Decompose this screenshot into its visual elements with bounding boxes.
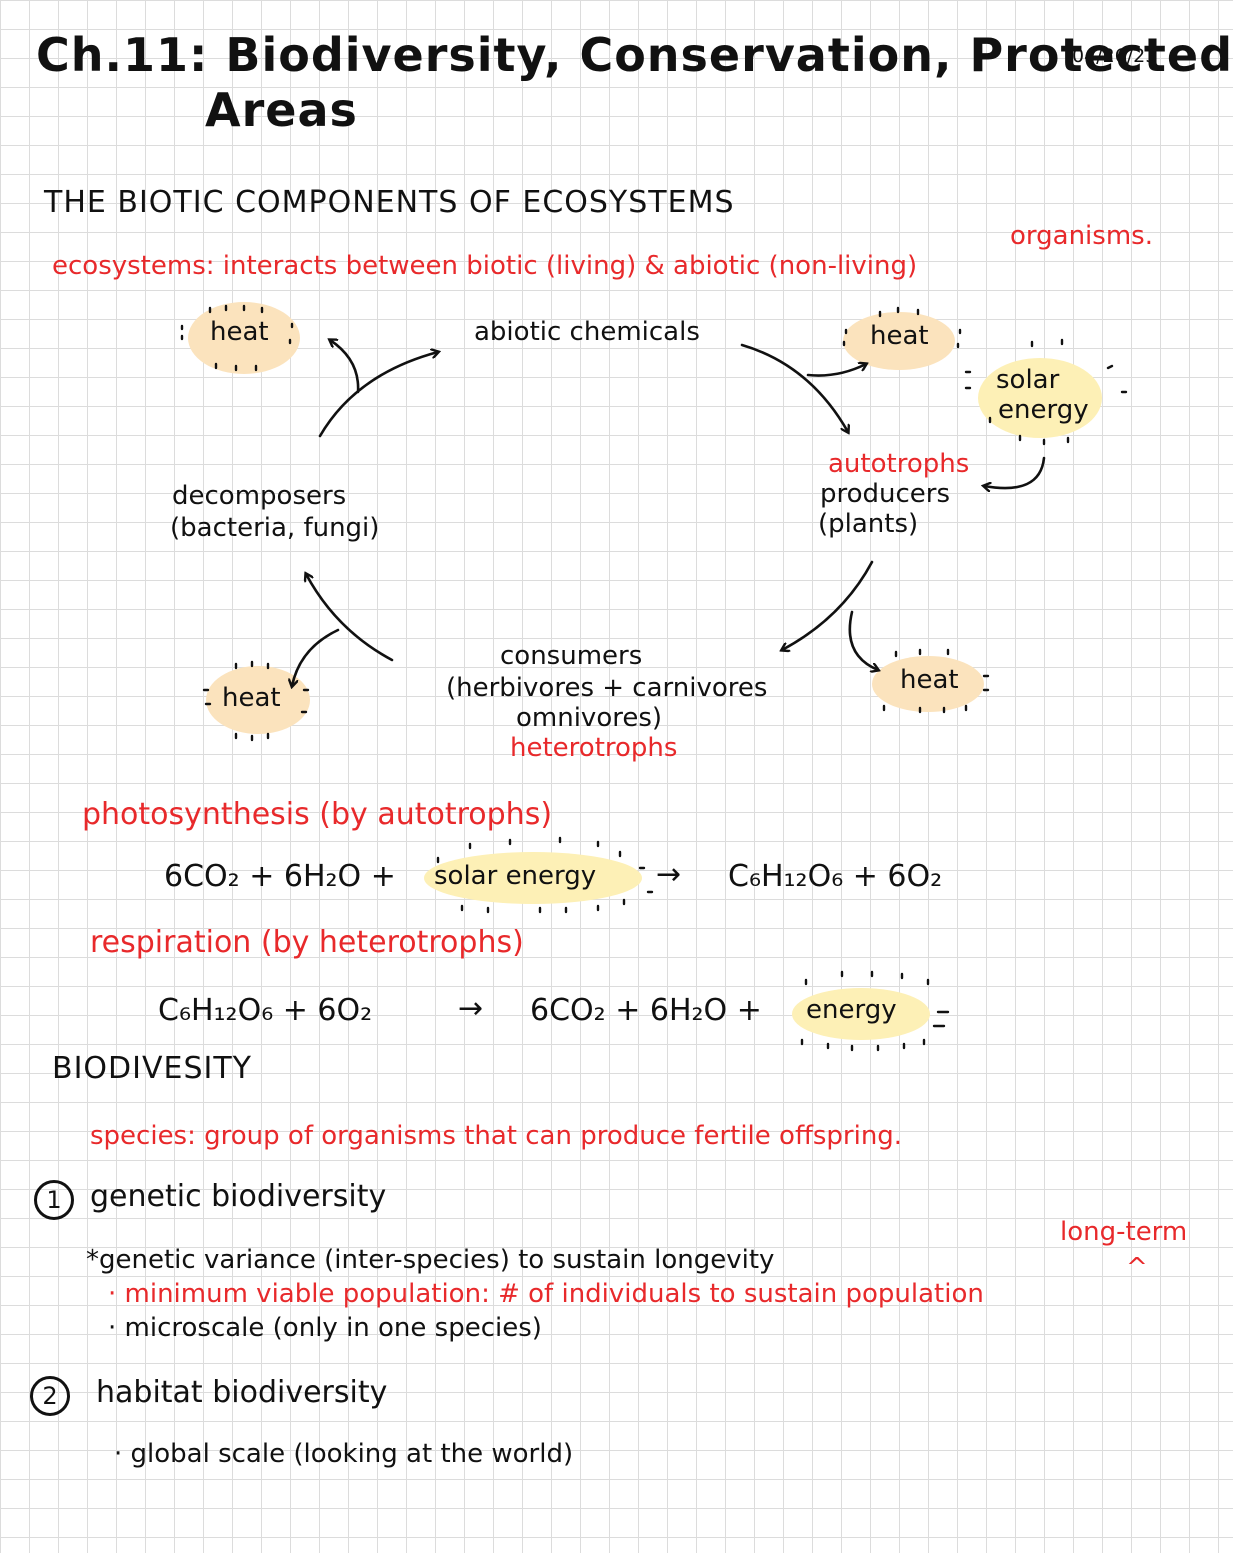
heat-label-top-right: heat <box>870 321 929 351</box>
decomposers-label-line2: (bacteria, fungi) <box>170 513 380 543</box>
page-title-line1: Ch.11: Biodiversity, Conservation, Prote… <box>36 28 1233 82</box>
respiration-energy: energy <box>806 995 897 1025</box>
page-title-line2: Areas <box>205 83 358 137</box>
photosynthesis-solar-energy: solar energy <box>434 861 597 891</box>
side-note-organisms: organisms. <box>1010 221 1153 251</box>
photosynthesis-arrow: → <box>656 857 682 892</box>
producers-label-line2: (plants) <box>818 509 919 539</box>
respiration-products: 6CO₂ + 6H₂O + <box>530 993 762 1028</box>
long-term-caret: ^ <box>1126 1253 1148 1283</box>
photosynthesis-reactants: 6CO₂ + 6H₂O + <box>164 859 396 894</box>
page-date: 04/26/23 <box>1072 45 1158 67</box>
section-heading-biodiversity: BIODIVESITY <box>52 1051 253 1086</box>
consumers-label-line3: omnivores) <box>516 703 663 733</box>
producers-label-line1: producers <box>820 479 951 509</box>
minimum-viable-population: · minimum viable population: # of indivi… <box>108 1279 984 1309</box>
habitat-biodiversity-title: habitat biodiversity <box>96 1375 388 1410</box>
item-number-1: 1 <box>34 1180 74 1220</box>
long-term-note: long-term <box>1060 1217 1188 1247</box>
respiration-reactants: C₆H₁₂O₆ + 6O₂ <box>158 993 373 1028</box>
heterotrophs-label: heterotrophs <box>510 733 678 763</box>
consumers-label-line1: consumers <box>500 641 643 671</box>
solar-energy-label-line1: solar <box>996 365 1060 395</box>
respiration-label: respiration (by heterotrophs) <box>90 925 524 960</box>
section-heading-biotic: THE BIOTIC COMPONENTS OF ECOSYSTEMS <box>44 185 735 220</box>
abiotic-chemicals-label: abiotic chemicals <box>474 317 700 347</box>
consumers-label-line2: (herbivores + carnivores <box>446 673 768 703</box>
heat-label-bottom-right: heat <box>900 665 959 695</box>
heat-label-top-left: heat <box>210 317 269 347</box>
species-definition: species: group of organisms that can pro… <box>90 1121 903 1151</box>
decomposers-label-line1: decomposers <box>172 481 347 511</box>
photosynthesis-label: photosynthesis (by autotrophs) <box>82 797 553 832</box>
solar-energy-label-line2: energy <box>998 395 1089 425</box>
item-number-2: 2 <box>30 1376 70 1416</box>
heat-label-bottom-left: heat <box>222 683 281 713</box>
autotrophs-label: autotrophs <box>828 449 970 479</box>
microscale-bullet: · microscale (only in one species) <box>108 1313 542 1343</box>
photosynthesis-products: C₆H₁₂O₆ + 6O₂ <box>728 859 943 894</box>
genetic-variance-note: *genetic variance (inter-species) to sus… <box>86 1245 775 1275</box>
ecosystem-definition: ecosystems: interacts between biotic (li… <box>52 251 918 281</box>
genetic-biodiversity-title: genetic biodiversity <box>90 1179 387 1214</box>
respiration-arrow: → <box>458 991 484 1026</box>
global-scale-bullet: · global scale (looking at the world) <box>114 1439 574 1469</box>
